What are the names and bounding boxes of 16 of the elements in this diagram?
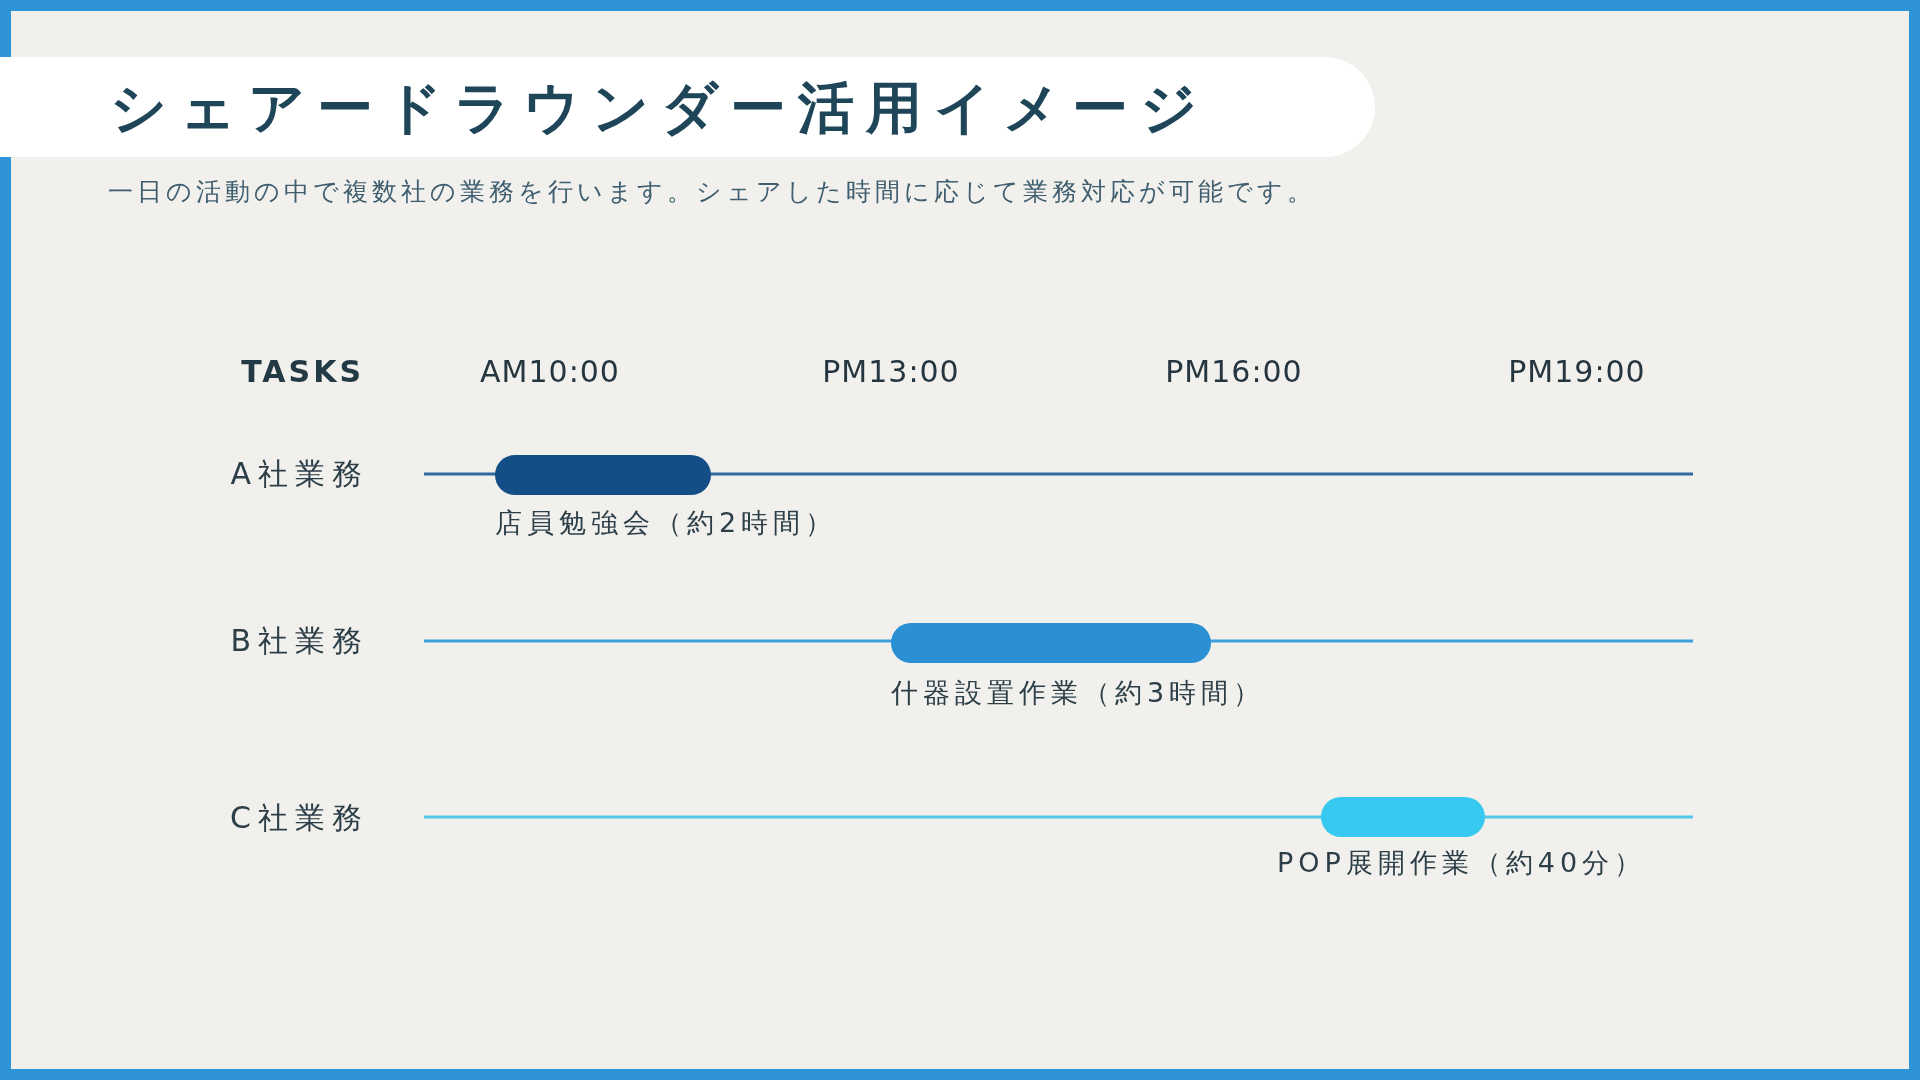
time-label: PM19:00	[1508, 353, 1646, 391]
time-label: PM13:00	[822, 353, 960, 391]
row-label: C社業務	[230, 799, 369, 837]
column-header: TASKS	[241, 353, 364, 391]
subtitle: 一日の活動の中で複数社の業務を行います。シェアした時間に応じて業務対応が可能です。	[108, 176, 1316, 208]
title: シェアードラウンダー活用イメージ	[110, 74, 1209, 142]
task-bar	[891, 623, 1211, 663]
task-bar	[495, 455, 711, 495]
task-bar	[1321, 797, 1485, 837]
task-label: 店員勉強会（約2時間）	[495, 506, 838, 540]
time-label: AM10:00	[480, 353, 620, 391]
row-label: A社業務	[230, 455, 369, 493]
task-label: 什器設置作業（約3時間）	[891, 676, 1266, 710]
task-label: POP展開作業（約40分）	[1277, 846, 1647, 880]
row-label: B社業務	[230, 622, 369, 660]
time-label: PM16:00	[1165, 353, 1303, 391]
